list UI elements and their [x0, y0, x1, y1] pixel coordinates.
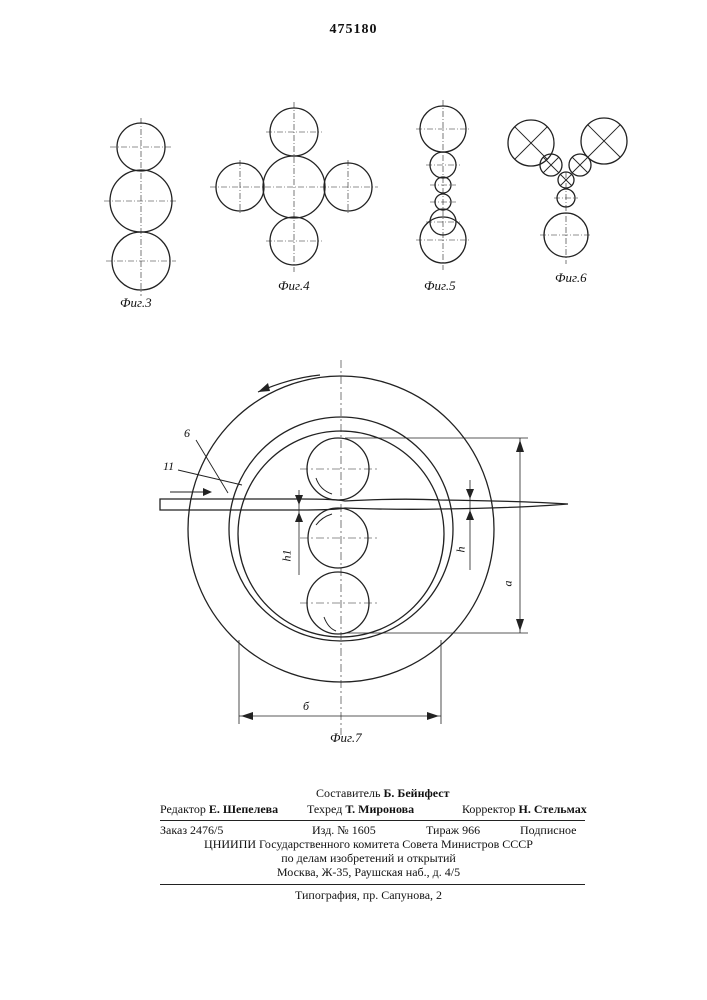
subscription: Подписное: [520, 823, 577, 838]
fig7-rolling-mill: [160, 360, 568, 735]
fig7-caption: Фиг.7: [330, 730, 362, 746]
org-line-3: Москва, Ж-35, Раушская наб., д. 4/5: [0, 865, 707, 880]
techred-name: Т. Миронова: [345, 802, 414, 816]
fig3-caption: Фиг.3: [120, 295, 152, 311]
compiler-label: Составитель: [316, 786, 380, 800]
compiler-name: Б. Бейнфест: [383, 786, 449, 800]
fig4-cross-roll-arrangement: [210, 102, 378, 272]
org-line-2: по делам изобретений и открытий: [0, 851, 707, 866]
dimension-a: a: [501, 581, 516, 587]
fig6-caption: Фиг.6: [555, 270, 587, 286]
edition-number: Изд. № 1605: [312, 823, 376, 838]
fig7-workpiece: [160, 499, 568, 510]
dimension-h1: h1: [280, 550, 295, 562]
callout-part-11: 11: [163, 459, 174, 474]
footer-rule-top: [160, 820, 585, 821]
fig5-six-roll-stack: [416, 100, 470, 270]
editor-line: Редактор Е. Шепелева: [160, 802, 278, 817]
fig5-caption: Фиг.5: [424, 278, 456, 294]
org-line-1: ЦНИИПИ Государственного комитета Совета …: [0, 837, 707, 852]
footer-rule-bottom: [160, 884, 585, 885]
editor-name: Е. Шепелева: [209, 802, 278, 816]
callout-part-6: 6: [184, 426, 190, 441]
dimension-h: h: [454, 547, 469, 553]
fig6-y-roll-arrangement: [508, 118, 627, 264]
techred-line: Техред Т. Миронова: [307, 802, 414, 817]
compiler-line: Составитель Б. Бейнфест: [316, 786, 450, 801]
order-number: Заказ 2476/5: [160, 823, 223, 838]
corrector-name: Н. Стельмах: [519, 802, 587, 816]
dimension-b: б: [303, 699, 309, 714]
editor-label: Редактор: [160, 802, 206, 816]
printer-line: Типография, пр. Сапунова, 2: [0, 888, 707, 903]
fig3-roll-stack: [104, 118, 178, 296]
corrector-line: Корректор Н. Стельмах: [462, 802, 587, 817]
circulation: Тираж 966: [426, 823, 480, 838]
techred-label: Техред: [307, 802, 342, 816]
corrector-label: Корректор: [462, 802, 516, 816]
fig4-caption: Фиг.4: [278, 278, 310, 294]
